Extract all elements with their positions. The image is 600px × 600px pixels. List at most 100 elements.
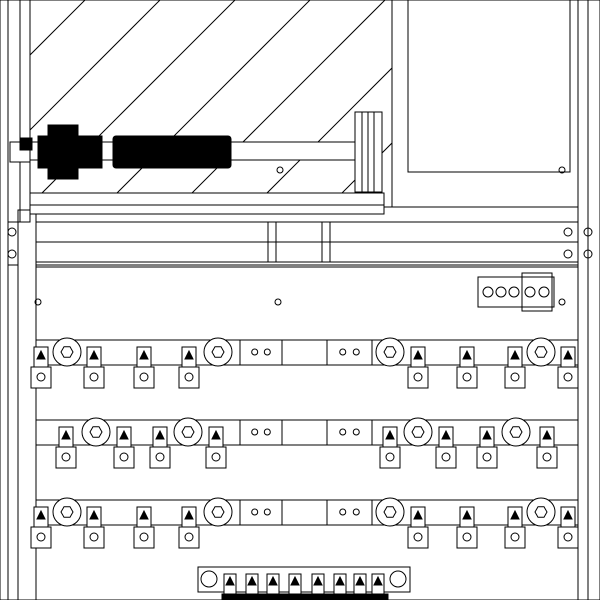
lug-clamp (563, 509, 573, 520)
lug-screw (61, 452, 71, 462)
cable-lug (557, 346, 579, 389)
busbar-bolt (203, 497, 233, 527)
hatch-line (102, 0, 311, 207)
cable-lug (476, 426, 498, 469)
lug-clamp (184, 509, 194, 520)
busbar-bolt (501, 417, 531, 447)
cable-lug (504, 506, 526, 549)
cable-lug (83, 346, 105, 389)
nut (60, 346, 74, 358)
cable-lug (83, 506, 105, 549)
hatch-line (30, 0, 86, 56)
lug-screw (184, 532, 194, 542)
nut (534, 506, 548, 518)
busbar-row (30, 497, 579, 549)
neutral-clamp (268, 575, 278, 586)
cable-lug (456, 346, 478, 389)
neutral-base (221, 593, 389, 600)
lug-terminal (456, 366, 478, 389)
lug-terminal (178, 526, 200, 549)
lug-terminal (456, 526, 478, 549)
nut (411, 426, 425, 438)
horizontal-rail (7, 221, 593, 266)
neutral-clamp (247, 575, 257, 586)
lug-terminal (83, 366, 105, 389)
lug-screw (89, 532, 99, 542)
device-fuse-holder (9, 137, 33, 163)
lug-screw (510, 532, 520, 542)
lug-clamp (413, 349, 423, 360)
lug-clamp (155, 429, 165, 440)
link-plate (239, 499, 283, 526)
lug-terminal (149, 446, 171, 469)
lug-terminal (178, 366, 200, 389)
busbar (35, 499, 579, 526)
lug-screw (413, 372, 423, 382)
lug-clamp (385, 429, 395, 440)
lug-screw (36, 532, 46, 542)
nut (60, 506, 74, 518)
lug-terminal (504, 526, 526, 549)
bolt-hole (339, 428, 347, 436)
cable-lug (133, 506, 155, 549)
cable-lug (113, 426, 135, 469)
bolt-hole (251, 508, 259, 516)
lug-screw (563, 372, 573, 382)
lug-screw (36, 372, 46, 382)
lug-screw (462, 372, 472, 382)
lug-clamp (36, 349, 46, 360)
neutral-bar (197, 566, 411, 600)
bolt-hole (263, 428, 271, 436)
lug-clamp (510, 349, 520, 360)
cable-lug (407, 506, 429, 549)
lug-screw (139, 372, 149, 382)
bolt-hole (352, 348, 360, 356)
cable-lug (456, 506, 478, 549)
lug-clamp (89, 509, 99, 520)
lug-screw (542, 452, 552, 462)
neutral-bolt (200, 570, 218, 588)
cable-lug (30, 506, 52, 549)
lug-terminal (557, 526, 579, 549)
link-plate (326, 499, 373, 526)
busbar-bolt (52, 497, 82, 527)
busbar-bolt (203, 337, 233, 367)
cable-lug (435, 426, 457, 469)
bolt-hole (251, 348, 259, 356)
lug-clamp (61, 429, 71, 440)
bolt-hole (352, 508, 360, 516)
lug-terminal (30, 366, 52, 389)
lug-screw (184, 372, 194, 382)
hatch-line (550, 0, 600, 210)
lug-clamp (510, 509, 520, 520)
lug-clamp (36, 509, 46, 520)
neutral-clamp (335, 575, 345, 586)
nut (211, 346, 225, 358)
lug-clamp (462, 349, 472, 360)
cable-lug (133, 346, 155, 389)
neutral-bolt (389, 570, 407, 588)
busbar-bolt (403, 417, 433, 447)
lug-clamp (139, 349, 149, 360)
lug-screw (441, 452, 451, 462)
bolt-hole (339, 348, 347, 356)
lug-clamp (139, 509, 149, 520)
lug-terminal (557, 366, 579, 389)
small-terminal-strip (477, 272, 555, 312)
nut (89, 426, 103, 438)
lug-screw (510, 372, 520, 382)
bolt-hole (263, 508, 271, 516)
nut (534, 346, 548, 358)
nut (509, 426, 523, 438)
busbar (35, 339, 579, 366)
cable-lug (178, 346, 200, 389)
lug-terminal (113, 446, 135, 469)
lug-terminal (407, 526, 429, 549)
lug-screw (139, 532, 149, 542)
hatch-line (0, 0, 30, 210)
lug-terminal (536, 446, 558, 469)
neutral-clamp (355, 575, 365, 586)
lug-clamp (441, 429, 451, 440)
busbar-bolt (375, 497, 405, 527)
